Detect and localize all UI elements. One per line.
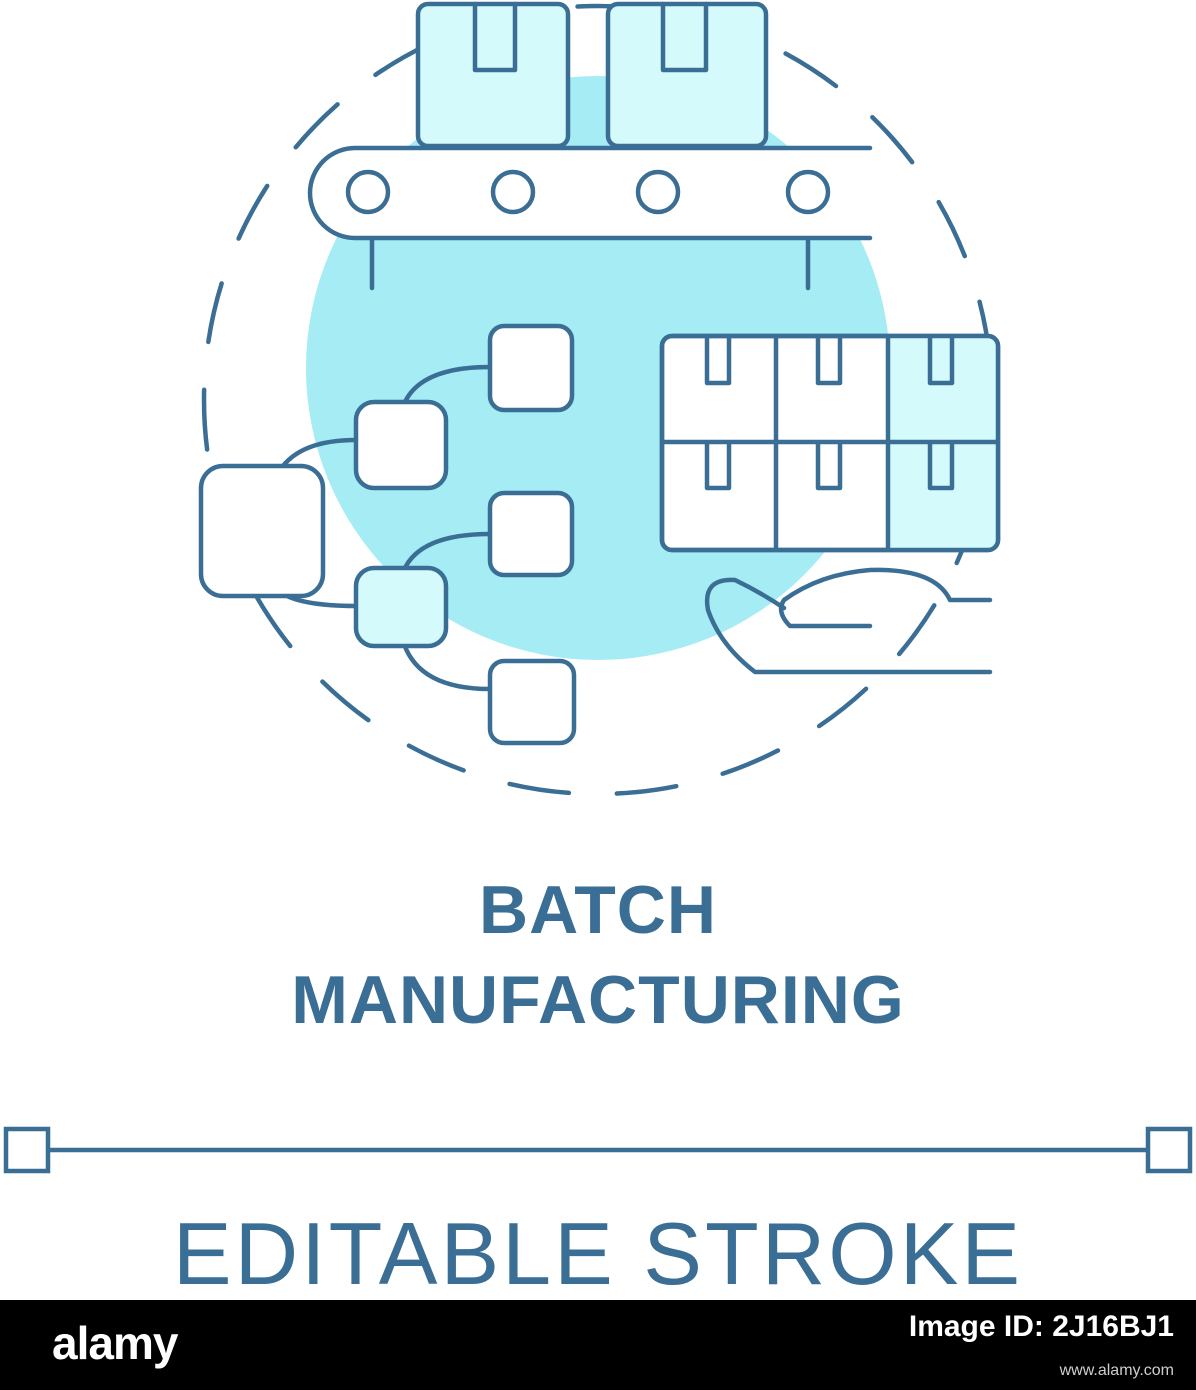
box-grid-icon <box>659 333 1001 553</box>
image-id-label: Image ID: 2J16BJ1 <box>908 1310 1174 1343</box>
flowchart-icon <box>198 323 577 746</box>
stroke-handle-left <box>3 1126 51 1174</box>
title-line-2: MANUFACTURING <box>291 962 905 1038</box>
hand-icon <box>704 567 993 675</box>
batch-manufacturing-illustration <box>3 1 1193 1174</box>
stock-footer-bar: alamy Image ID: 2J16BJ1 www.alamy.com <box>0 1300 1196 1390</box>
stroke-handle-right <box>1145 1126 1193 1174</box>
editable-stroke-label: EDITABLE STROKE <box>172 1204 1024 1303</box>
footer-url[interactable]: www.alamy.com <box>1059 1362 1174 1379</box>
conveyor-belt-icon <box>307 145 873 291</box>
title-line-1: BATCH <box>479 872 717 948</box>
image-id: Image ID: 2J16BJ1 <box>909 1310 1174 1344</box>
alamy-logo: alamy <box>52 1317 178 1369</box>
box-icon <box>415 1 571 149</box>
editable-stroke-line <box>3 1126 1193 1174</box>
box-icon <box>605 1 769 149</box>
